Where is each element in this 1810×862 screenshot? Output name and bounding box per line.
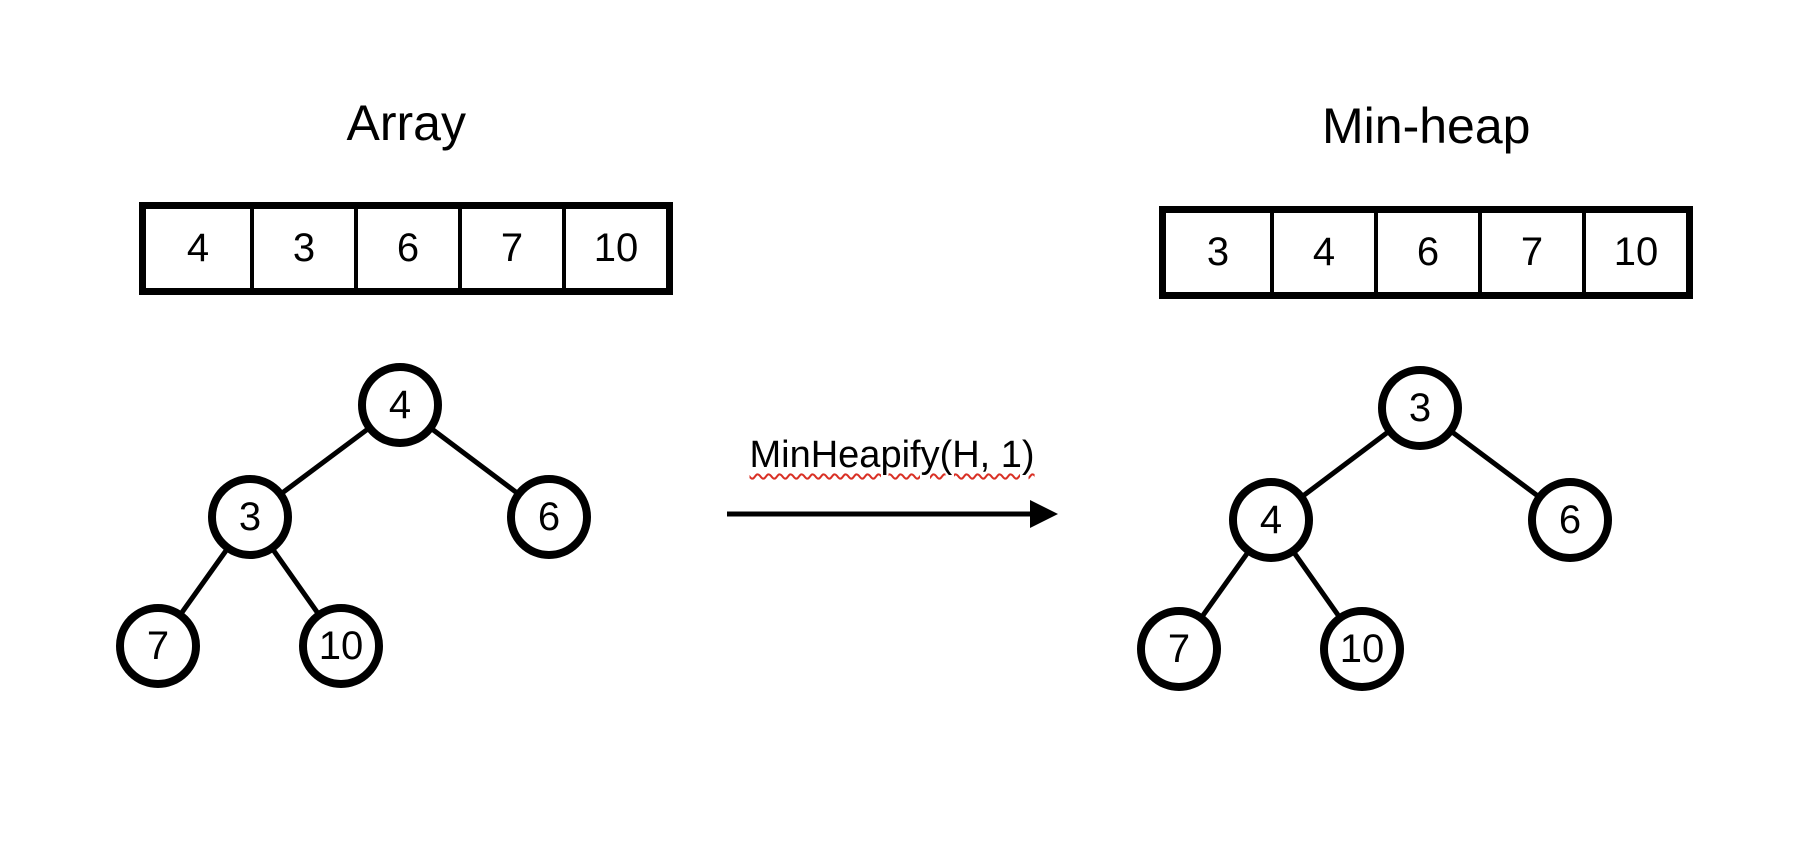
array-cell: 7 — [458, 209, 562, 288]
array-cell: 4 — [1270, 213, 1374, 292]
array-cell: 3 — [1206, 230, 1230, 274]
svg-text:4: 4 — [1260, 498, 1282, 542]
tree-node: 7 — [116, 604, 200, 688]
svg-text:3: 3 — [1409, 386, 1431, 430]
svg-text:7: 7 — [147, 624, 169, 668]
svg-text:6: 6 — [1559, 498, 1581, 542]
svg-text:4: 4 — [389, 383, 411, 427]
min-heap-title: Min-heap — [1322, 98, 1531, 154]
array-cell: 10 — [562, 209, 666, 288]
tree-node: 3 — [1378, 366, 1462, 450]
operation-label: MinHeapify(H, 1) — [749, 434, 1035, 476]
svg-text:10: 10 — [319, 624, 364, 668]
tree-node: 6 — [507, 475, 591, 559]
array-cell: 3 — [250, 209, 354, 288]
array-cell: 10 — [1582, 213, 1686, 292]
array-cell: 7 — [1478, 213, 1582, 292]
tree-node: 10 — [1320, 607, 1404, 691]
input-array: 4 3 6 7 10 — [139, 202, 673, 295]
tree-node: 3 — [208, 475, 292, 559]
tree-node: 4 — [358, 363, 442, 447]
tree-node: 6 — [1528, 478, 1612, 562]
tree-node: 7 — [1137, 607, 1221, 691]
tree-node: 4 — [1229, 478, 1313, 562]
svg-text:6: 6 — [538, 495, 560, 539]
array-cell: 6 — [1374, 213, 1478, 292]
svg-text:10: 10 — [1340, 627, 1385, 671]
heap-array: 3 4 6 7 10 — [1159, 206, 1693, 299]
tree-node: 10 — [299, 604, 383, 688]
array-cell: 4 — [186, 226, 210, 270]
svg-text:7: 7 — [1168, 627, 1190, 671]
array-cell: 6 — [354, 209, 458, 288]
array-title: Array — [346, 95, 466, 151]
svg-text:3: 3 — [239, 495, 261, 539]
